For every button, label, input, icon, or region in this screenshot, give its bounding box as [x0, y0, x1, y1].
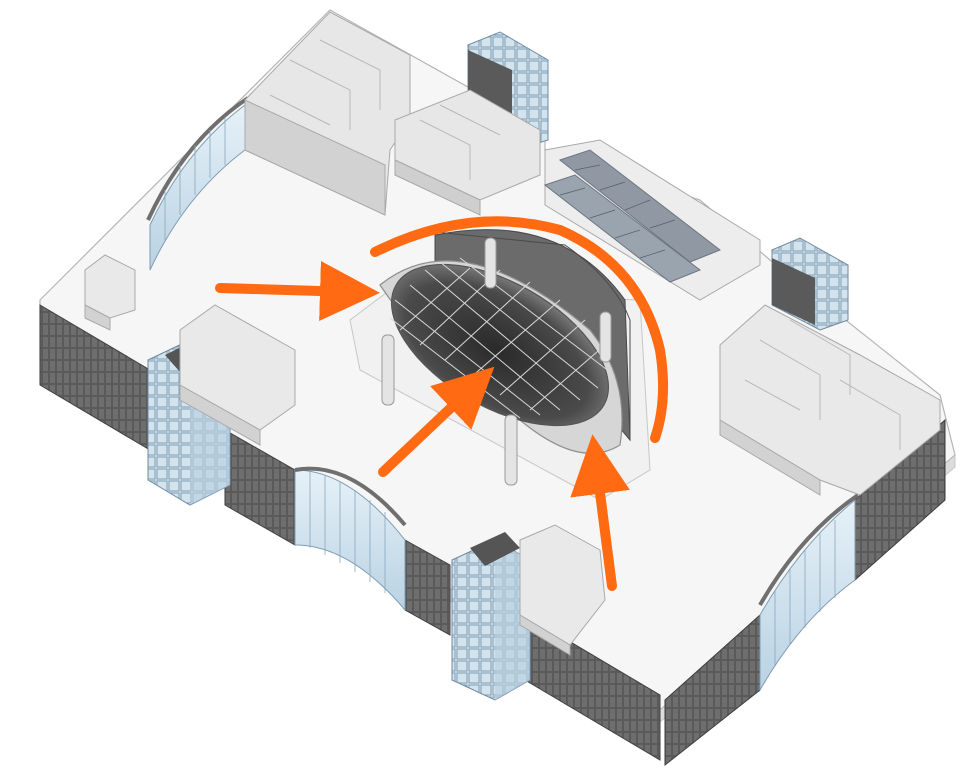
room-block-north	[244, 11, 541, 216]
arrow-right-icon	[570, 434, 630, 591]
glass-entrance-east	[758, 493, 860, 692]
arrow-right-icon	[215, 261, 380, 322]
room-block-east	[719, 304, 941, 496]
central-atrium	[349, 229, 651, 501]
atrium-skylight-grid	[389, 257, 611, 419]
room-block-west	[84, 254, 296, 446]
facade-southwest	[39, 304, 661, 761]
room-block-south	[519, 524, 606, 656]
flow-arrows	[215, 261, 630, 591]
stair-tower-south	[451, 532, 531, 701]
stair-tower-east	[771, 237, 849, 331]
curved-arc-icon	[370, 216, 669, 443]
arrow-right-icon	[378, 366, 495, 477]
escalator-bank	[543, 139, 761, 301]
atrium-columns	[381, 237, 612, 486]
glass-entrance-south	[294, 466, 407, 612]
